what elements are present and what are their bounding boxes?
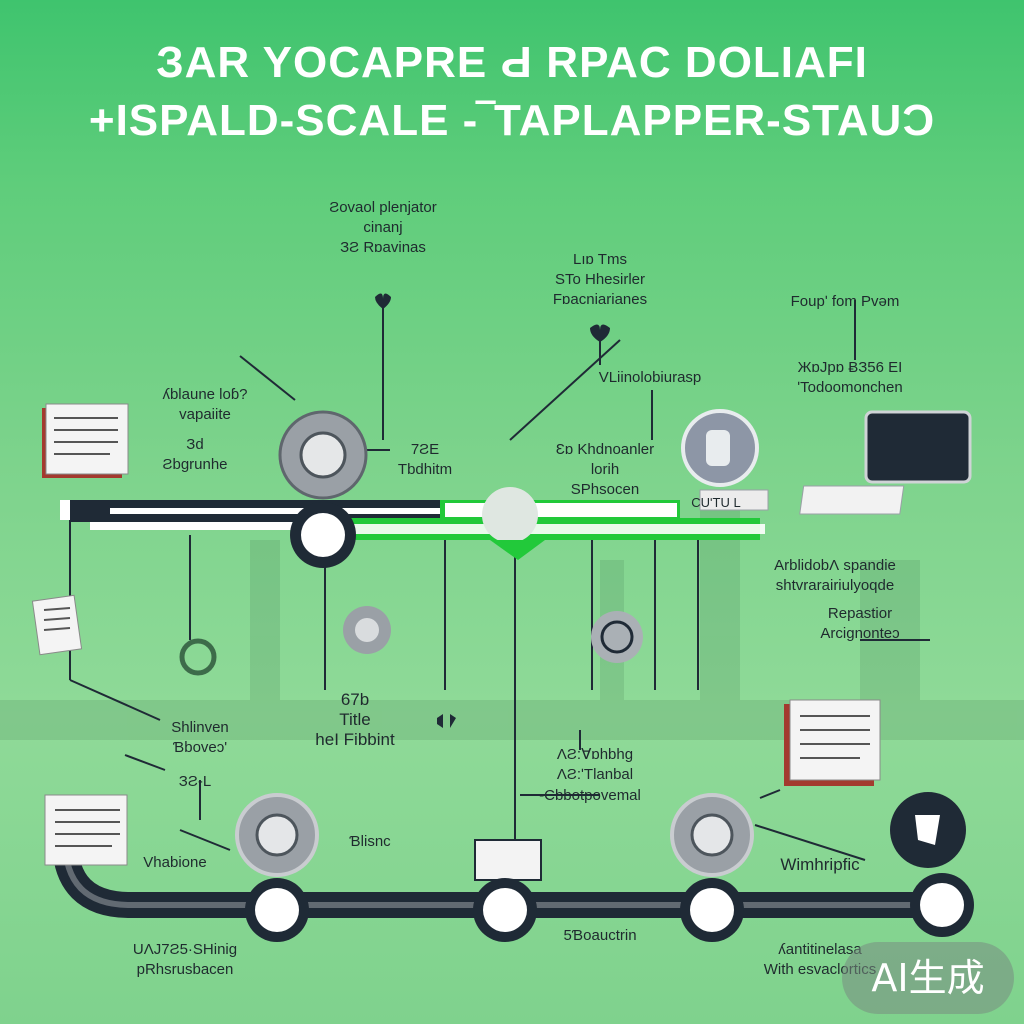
document-icon-bottom-left xyxy=(44,794,128,866)
document-icon-top-left xyxy=(42,403,129,478)
mid-node-b xyxy=(343,606,391,654)
label-bottom-left: Vhabione xyxy=(143,854,207,871)
label-mid-cu: CUʹTU L xyxy=(691,495,741,510)
label-bottom-right-1: Wimhripfic xyxy=(780,855,860,874)
ai-generated-badge: AI生成 xyxy=(842,942,1014,1014)
label-left-d: ЗƧ-L xyxy=(178,773,212,790)
upper-node-2 xyxy=(482,487,545,560)
lower-node-3 xyxy=(670,793,754,942)
upper-node-1 xyxy=(278,410,368,568)
upper-node-3 xyxy=(681,409,769,511)
label-bottom-mid-1: Ɓlisnc xyxy=(349,833,391,850)
monitor-icon xyxy=(799,410,972,515)
lower-node-1 xyxy=(235,793,319,942)
title-line-1: ЗAR YOCAPRE Ԁ RPAC DOLIAFI xyxy=(156,38,868,87)
label-left-a: ʎblaune loɓ?vapaiite xyxy=(162,386,248,423)
marker-icons xyxy=(375,293,610,728)
document-icon-left-mid xyxy=(31,594,83,656)
title-line-2: +ISPALD-SCALE -‾TAPLAPPER-STAUƆ xyxy=(88,96,936,145)
connector-lines xyxy=(69,300,930,880)
upper-track xyxy=(60,500,765,540)
lower-node-4 xyxy=(890,792,974,937)
mid-node-a xyxy=(179,638,217,676)
document-icon-right xyxy=(784,699,881,786)
label-bottom-mid-2: 5Ɓoauctrin xyxy=(563,927,637,944)
label-top-right: Foupʹ fom Pvəm xyxy=(790,293,900,310)
mid-node-c xyxy=(591,611,643,663)
label-mid-v: VLiinolobiurasp xyxy=(598,369,702,386)
label-center-c: -Cbbotpovemal xyxy=(539,787,641,804)
lower-node-2 xyxy=(473,839,542,942)
